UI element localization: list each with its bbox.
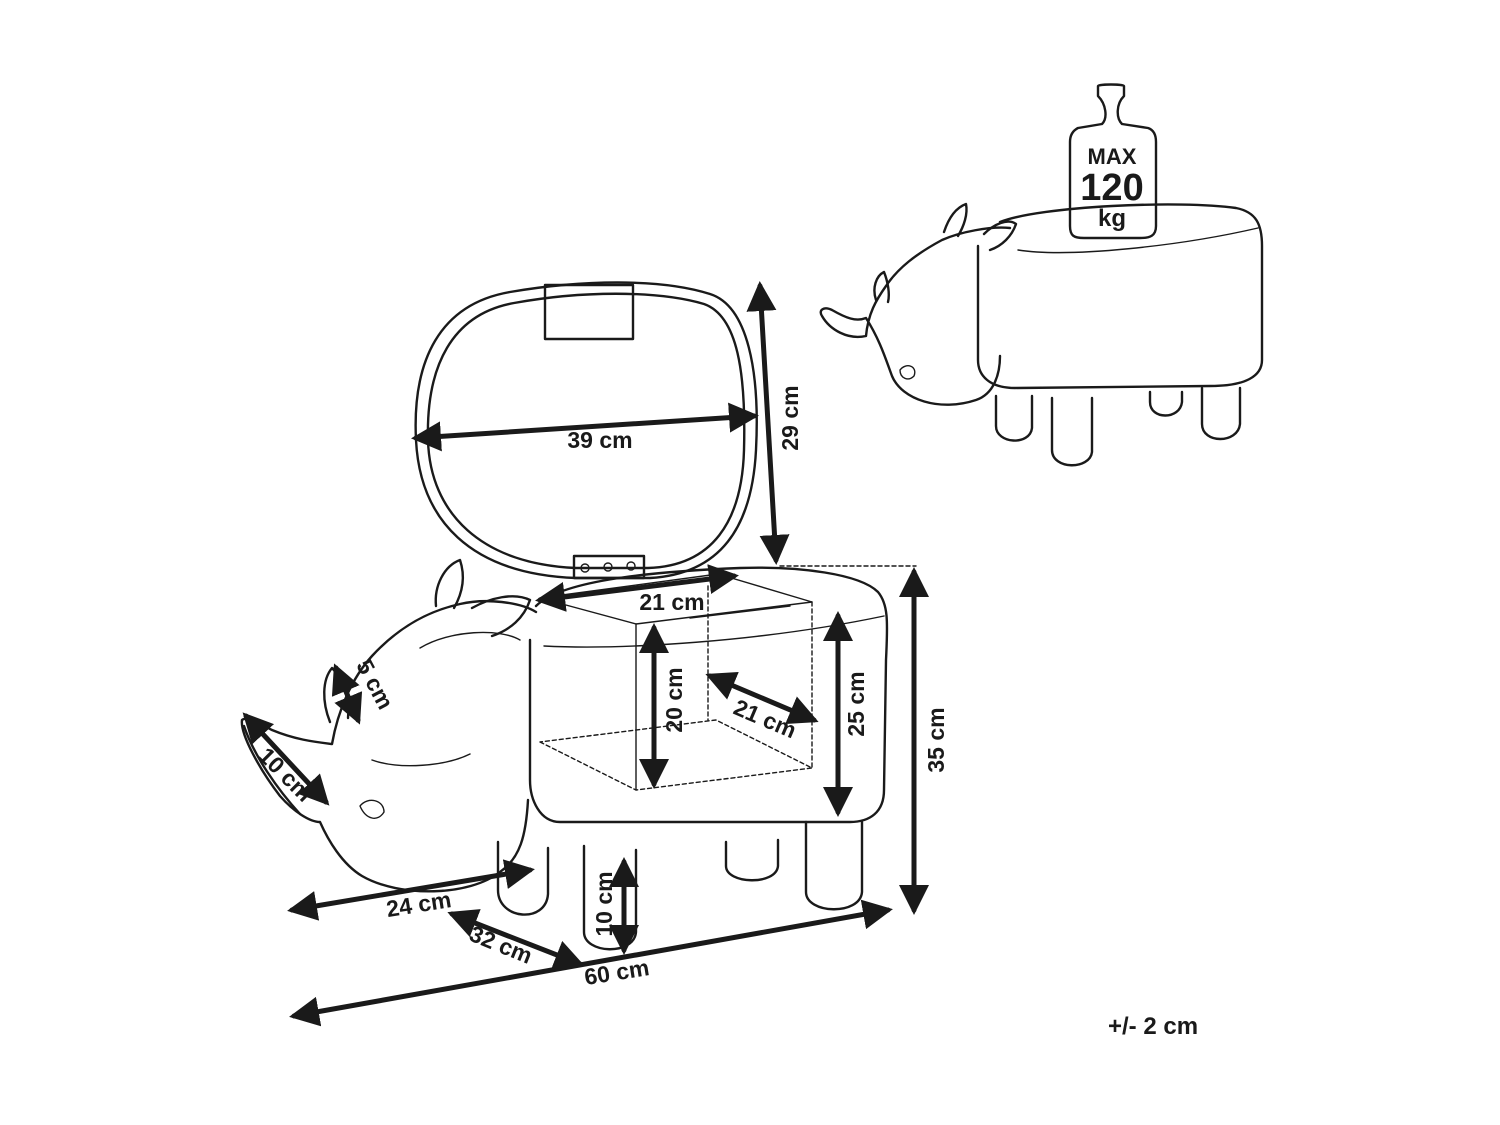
small-rhino-illustration: MAX 120 kg <box>819 83 1264 467</box>
compartment-height-label: 20 cm <box>661 667 687 732</box>
lid-height-label: 29 cm <box>777 385 803 450</box>
tolerance-note: +/- 2 cm <box>1108 1013 1199 1040</box>
dimension-lines <box>242 281 929 1027</box>
total-height-label: 35 cm <box>923 707 949 772</box>
lid-width-label: 39 cm <box>567 427 632 453</box>
weight-value-label: 120 <box>1080 167 1143 209</box>
weight-unit-label: kg <box>1098 205 1126 232</box>
leg-height-label: 10 cm <box>591 871 617 936</box>
weight-max-label: MAX <box>1088 144 1137 169</box>
depth-label: 32 cm <box>466 920 536 969</box>
compartment-width-label: 21 cm <box>639 589 704 615</box>
total-length-label: 60 cm <box>583 954 651 990</box>
small-horn-label: 5 cm <box>351 655 399 714</box>
seat-height-label: 25 cm <box>843 671 869 736</box>
main-rhino-illustration <box>240 281 889 951</box>
rhino-head <box>240 599 538 893</box>
